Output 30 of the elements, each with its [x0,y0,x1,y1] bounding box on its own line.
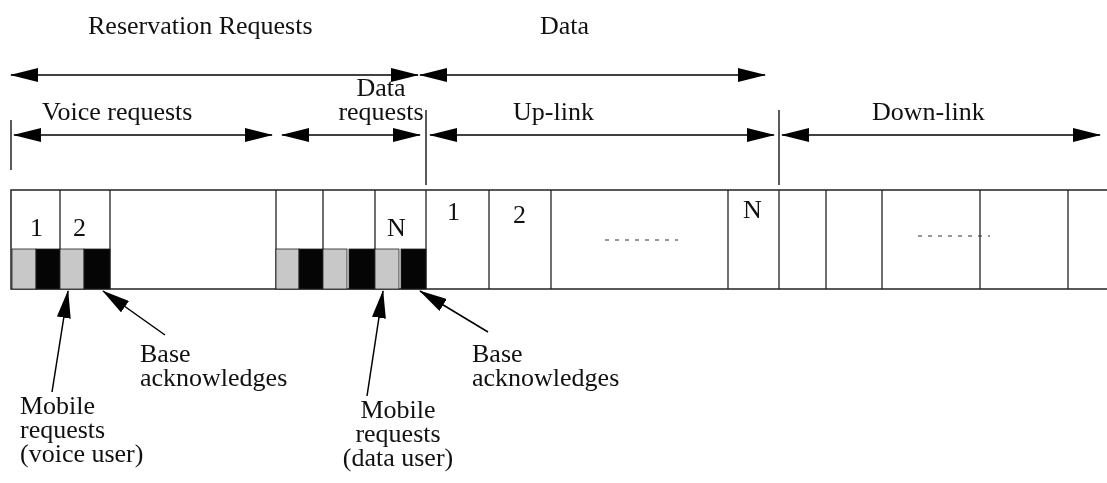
leader-line [102,290,166,336]
span-label: Down-link [872,100,985,124]
request-slot-segment [374,248,400,290]
span-label: Up-link [513,100,594,124]
callout-text: Base acknowledges [140,342,310,390]
span-label: Data [540,14,590,38]
slot-number: 1 [447,200,460,224]
request-slot-segment [322,248,348,290]
span-label: Reservation Requests [88,14,313,38]
leader-line [419,290,489,333]
slot-number: 2 [513,203,526,227]
request-slot-segment [59,248,85,290]
slot-number: 1 [30,216,43,240]
acknowledge-slot-segment [348,248,376,290]
acknowledge-slot-segment [35,248,61,290]
callout-text: Mobile requests (data user) [328,398,468,470]
callout-text: Base acknowledges [472,342,652,390]
leader-line [51,290,71,393]
request-slot-segment [275,248,300,290]
leader-line [366,290,386,397]
acknowledge-slot-segment [298,248,324,290]
callout-text: Mobile requests (voice user) [20,394,170,466]
acknowledge-slot-segment [83,248,111,290]
slot-number: 2 [73,216,86,240]
span-label: Voice requests [42,100,193,124]
span-label: Data requests [337,76,425,124]
request-slot-segment [11,248,37,290]
slot-number: N [743,198,762,222]
slot-number: N [387,216,406,240]
acknowledge-slot-segment [400,248,427,290]
